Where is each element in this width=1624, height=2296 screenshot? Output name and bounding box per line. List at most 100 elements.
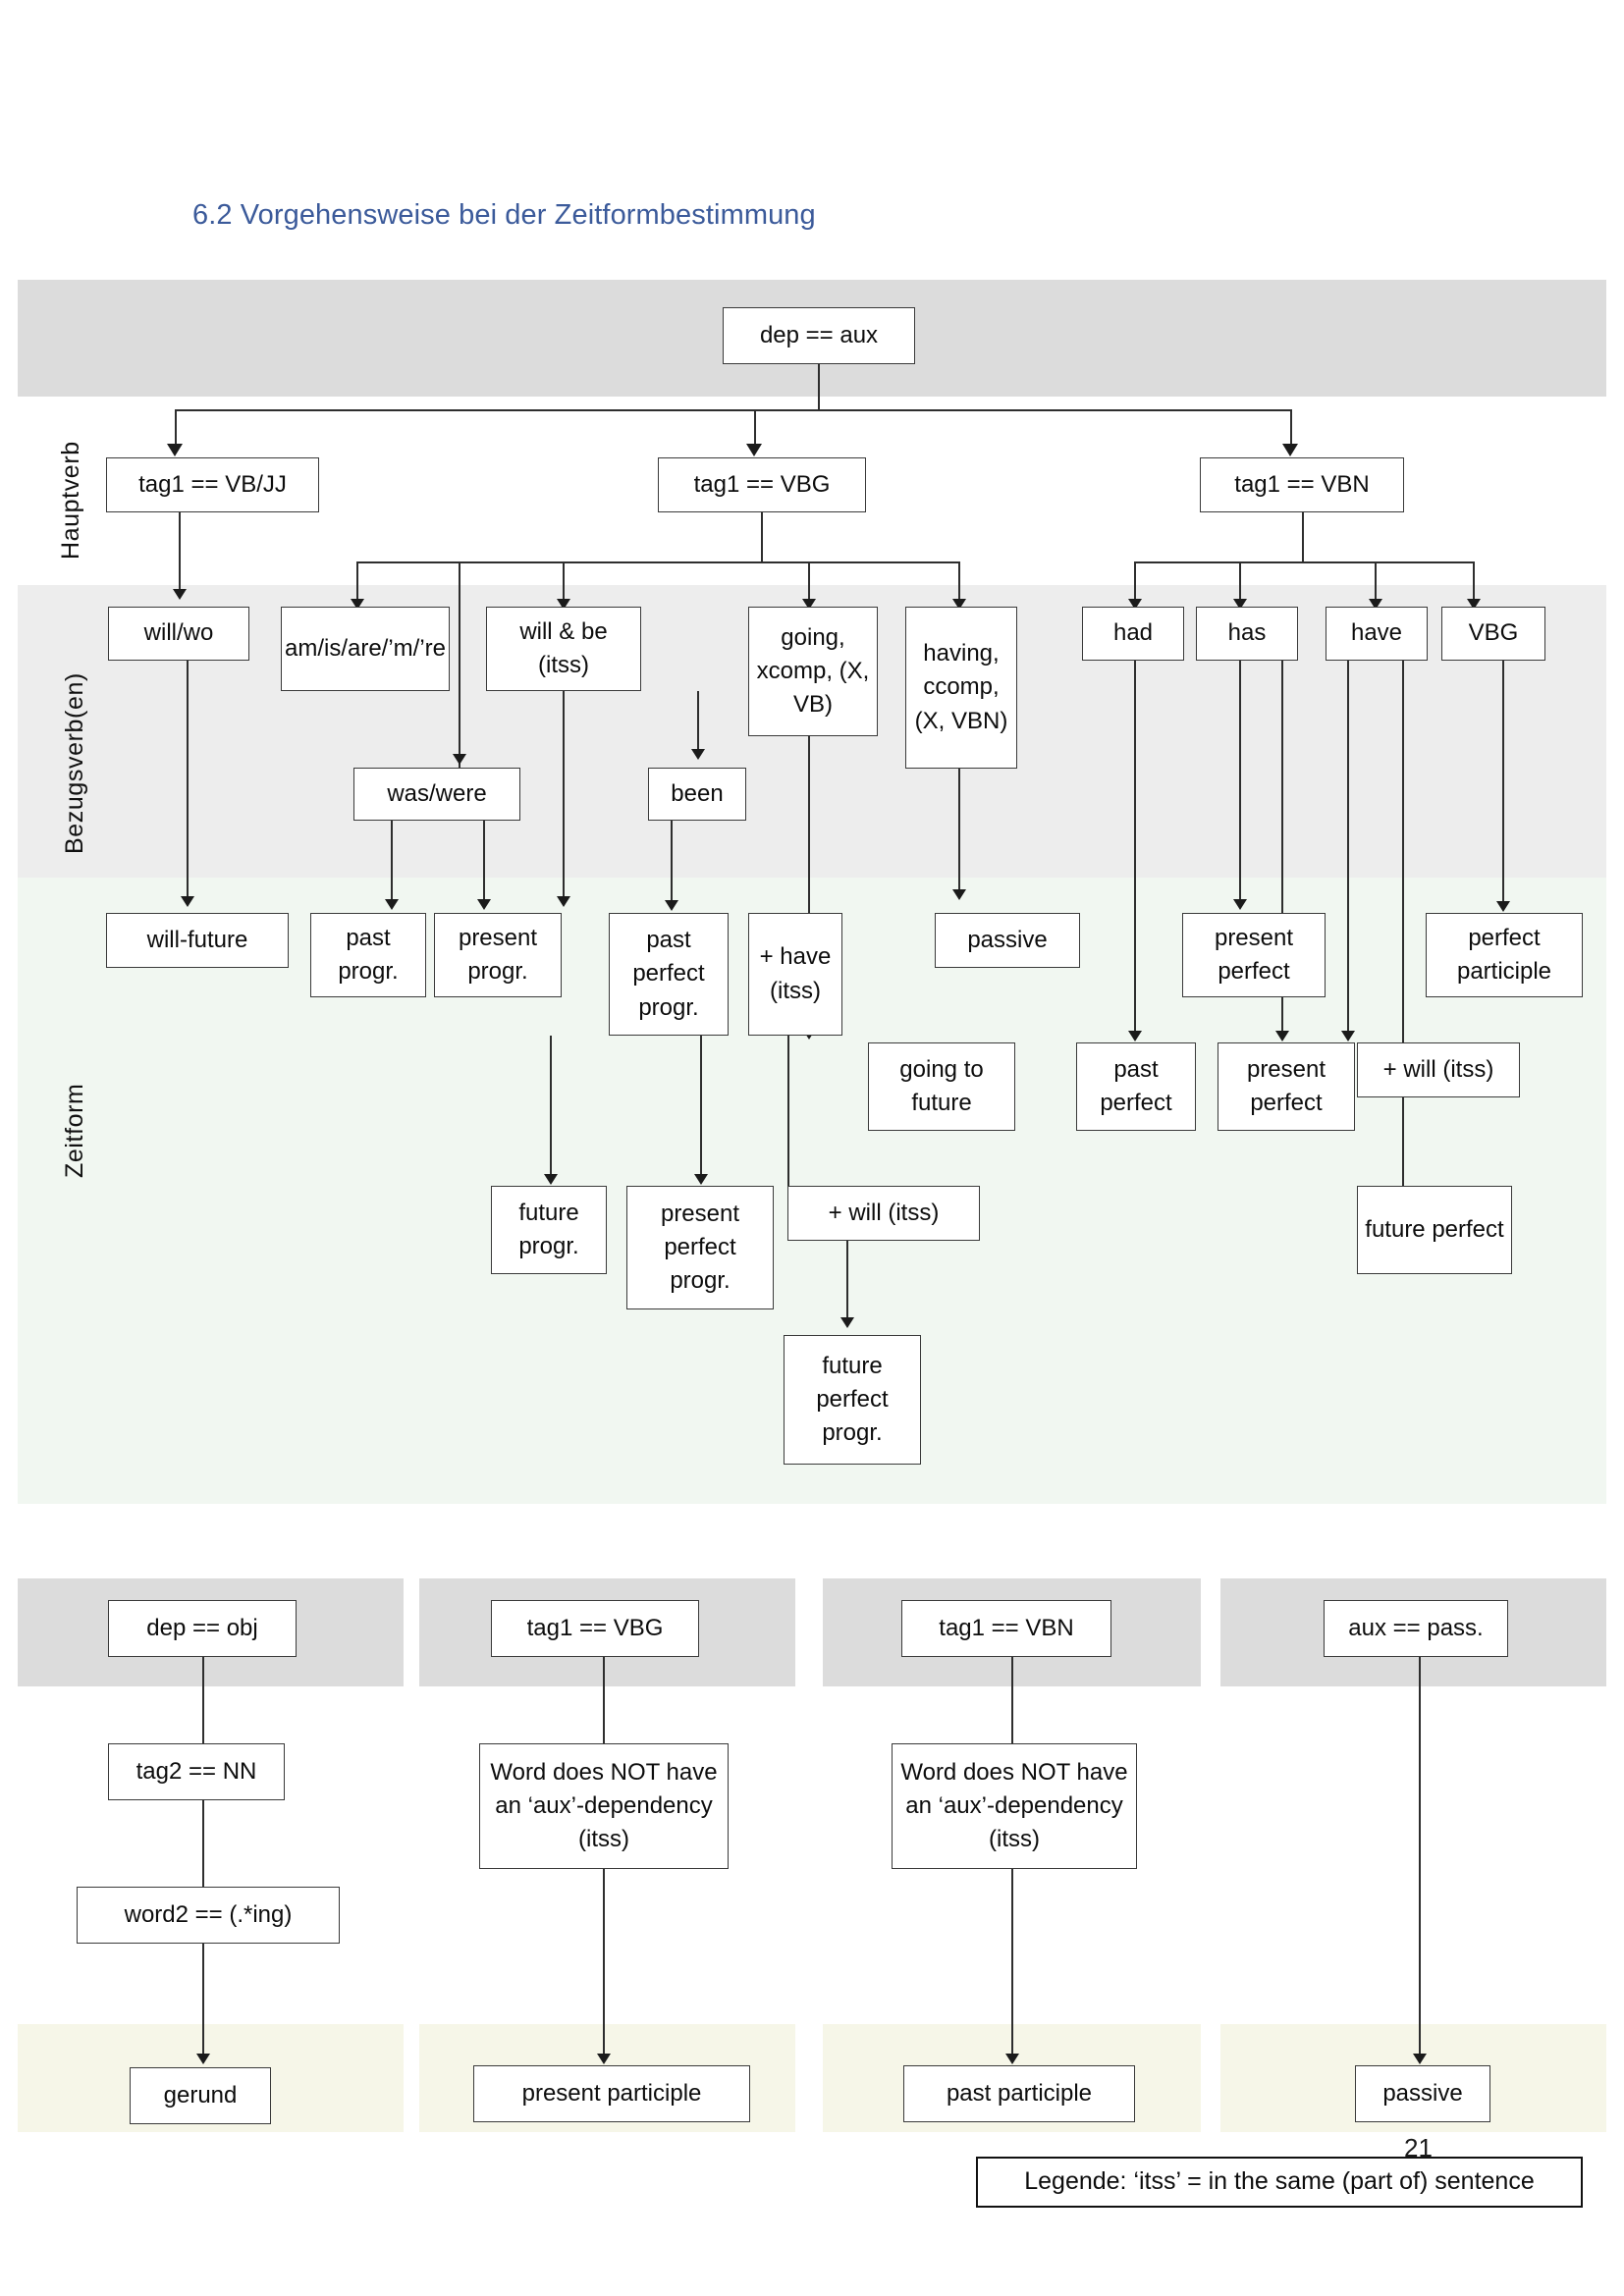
node-will-wo[interactable]: will/wo: [108, 607, 249, 661]
connector-plushave-ppprogr: [700, 1036, 702, 1181]
connector-having-passive: [958, 769, 960, 894]
subflow2-root[interactable]: tag1 == VBG: [491, 1600, 699, 1657]
connector-have-futureperfect: [1402, 661, 1404, 1191]
node-have[interactable]: have: [1326, 607, 1428, 661]
arrowhead-future-perfect-progr: [840, 1317, 854, 1328]
subflow2-result[interactable]: present participle: [473, 2065, 750, 2122]
arrowhead-passive: [952, 889, 966, 900]
node-will-be-itss[interactable]: will & be (itss): [486, 607, 641, 691]
connector-vbjj-willwo: [179, 512, 181, 595]
connector-had-pastperfect: [1134, 661, 1136, 1036]
node-tag1-vbn[interactable]: tag1 == VBN: [1200, 457, 1404, 512]
result-will-future[interactable]: will-future: [106, 913, 289, 968]
node-vbg-leaf[interactable]: VBG: [1441, 607, 1545, 661]
subflow3-connector-1: [1011, 1657, 1013, 1743]
arrowhead-level1-a: [167, 444, 183, 456]
subflow4-arrowhead: [1413, 2054, 1427, 2064]
node-dep-aux[interactable]: dep == aux: [723, 307, 915, 364]
connector-plushave-pluswill: [787, 1036, 789, 1186]
arrowhead-future-progr: [544, 1174, 558, 1185]
subflow2-connector-2: [603, 1869, 605, 2061]
subflow1-result[interactable]: gerund: [130, 2067, 271, 2124]
node-has[interactable]: has: [1196, 607, 1298, 661]
arrowhead-present-perfect-progr: [694, 1174, 708, 1185]
connector-vbg-drop-2-long: [459, 561, 461, 817]
arrowhead-present-progr: [477, 899, 491, 910]
node-having-ccomp[interactable]: having, ccomp, (X, VBN): [905, 607, 1017, 769]
result-future-perfect-progr[interactable]: future perfect progr.: [784, 1335, 921, 1465]
connector-vbg-drop-4: [808, 561, 811, 605]
result-perfect-participle[interactable]: perfect participle: [1426, 913, 1583, 997]
subflow3-root[interactable]: tag1 == VBN: [901, 1600, 1111, 1657]
result-passive-main[interactable]: passive: [935, 913, 1080, 968]
subflow1-step-1[interactable]: tag2 == NN: [108, 1743, 285, 1800]
subflow3-step-1[interactable]: Word does NOT have an ‘aux’-dependency (…: [892, 1743, 1137, 1869]
node-been[interactable]: been: [648, 768, 746, 821]
subflow2-arrowhead: [597, 2054, 611, 2064]
subflow4-result[interactable]: passive: [1355, 2065, 1490, 2122]
result-past-perfect-progr[interactable]: past perfect progr.: [609, 913, 729, 1036]
arrowhead-vbg-3: [557, 599, 570, 610]
page-title: 6.2 Vorgehensweise bei der Zeitformbesti…: [192, 199, 816, 231]
node-had[interactable]: had: [1082, 607, 1184, 661]
node-was-were[interactable]: was/were: [353, 768, 520, 821]
result-going-to-future[interactable]: going to future: [868, 1042, 1015, 1131]
arrowhead-present-perfect-1: [1233, 899, 1247, 910]
subflow2-step-1[interactable]: Word does NOT have an ‘aux’-dependency (…: [479, 1743, 729, 1869]
subflow1-arrowhead: [196, 2054, 210, 2064]
lane-label-zeitform: Zeitform: [61, 1083, 88, 1178]
connector-waswere-presprogr: [483, 821, 485, 904]
node-tag1-vbg[interactable]: tag1 == VBG: [658, 457, 866, 512]
arrowhead-waswere: [453, 754, 466, 765]
connector-vbg-stem: [761, 512, 764, 563]
arrowhead-willwo: [173, 589, 187, 600]
subflow3-result[interactable]: past participle: [903, 2065, 1135, 2122]
result-present-progr[interactable]: present progr.: [434, 913, 562, 997]
result-past-perfect[interactable]: past perfect: [1076, 1042, 1196, 1131]
subflow4-root[interactable]: aux == pass.: [1324, 1600, 1508, 1657]
connector-vbg-bus: [356, 561, 960, 564]
subflow1-step-2[interactable]: word2 == (.*ing): [77, 1887, 340, 1944]
result-past-progr[interactable]: past progr.: [310, 913, 426, 997]
subflow3-connector-2: [1011, 1869, 1013, 2061]
node-tag1-vbjj[interactable]: tag1 == VB/JJ: [106, 457, 319, 512]
arrowhead-vbg-1: [351, 599, 364, 610]
arrowhead-past-progr: [385, 899, 399, 910]
arrowhead-perfect-participle: [1496, 901, 1510, 912]
node-am-is-are[interactable]: am/is/are/’m/’re: [281, 607, 450, 691]
connector-willbe-plushave: [563, 691, 565, 901]
result-plus-will-itss-mid[interactable]: + will (itss): [787, 1186, 980, 1241]
arrowhead-will-future: [181, 896, 194, 907]
subflow4-connector-1: [1419, 1657, 1421, 2061]
connector-vbgleaf-perfpart: [1502, 661, 1504, 906]
arrowhead-past-perf-progr: [665, 900, 678, 911]
result-present-perfect-1[interactable]: present perfect: [1182, 913, 1326, 997]
arrowhead-vbg2: [1467, 599, 1481, 610]
connector-vbn-drop-2: [1239, 561, 1242, 605]
result-plus-have-itss[interactable]: + have (itss): [748, 913, 842, 1036]
connector-level1-bus: [175, 409, 1291, 412]
arrowhead-had: [1128, 599, 1142, 610]
node-going-xcomp[interactable]: going, xcomp, (X, VB): [748, 607, 878, 736]
arrowhead-vbg-4: [802, 599, 816, 610]
arrowhead-has: [1233, 599, 1247, 610]
lane-label-bezugsverb: Bezugsverb(en): [61, 672, 88, 854]
result-future-perfect[interactable]: future perfect: [1357, 1186, 1512, 1274]
subflow2-connector-1: [603, 1657, 605, 1743]
connector-pluswill-fpp: [846, 1241, 848, 1323]
subflow1-root[interactable]: dep == obj: [108, 1600, 297, 1657]
connector-has-presentperfect: [1239, 661, 1241, 904]
result-present-perfect-2[interactable]: present perfect: [1218, 1042, 1355, 1131]
arrowhead-past-perfect: [1128, 1031, 1142, 1041]
result-future-progr[interactable]: future progr.: [491, 1186, 607, 1274]
connector-been-pastperfprogr: [671, 821, 673, 905]
arrowhead-have: [1369, 599, 1382, 610]
result-plus-will-itss-right[interactable]: + will (itss): [1357, 1042, 1520, 1097]
connector-vbg-drop-1: [356, 561, 359, 605]
connector-has-presentperfect2: [1281, 661, 1283, 1039]
arrowhead-present-perfect-2: [1275, 1031, 1289, 1041]
result-present-perfect-progr[interactable]: present perfect progr.: [626, 1186, 774, 1309]
legend-box: Legende: ‘itss’ = in the same (part of) …: [976, 2157, 1583, 2208]
subflow1-connector-3: [202, 1944, 204, 2061]
